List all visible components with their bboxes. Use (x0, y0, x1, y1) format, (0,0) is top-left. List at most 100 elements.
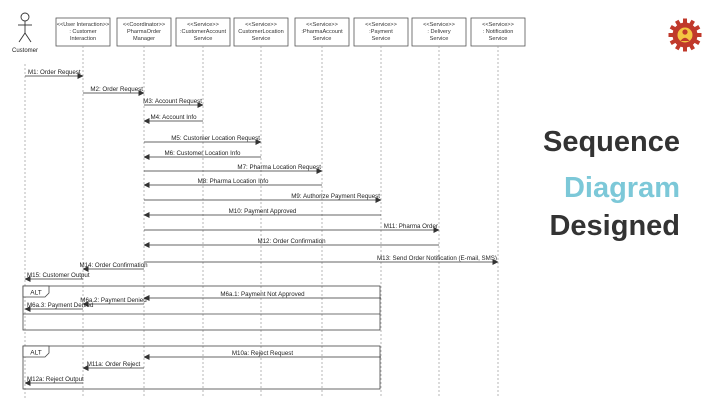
message: M14: Order Confirmation (79, 262, 148, 272)
participant-box (116, 17, 172, 47)
actor-head-icon (20, 12, 30, 22)
message-label: M2: Order Request (90, 86, 143, 93)
message: M6a.3: Payment Denied (24, 302, 94, 312)
participant-label: Service (430, 36, 449, 42)
message: M11a: Order Reject (82, 361, 144, 371)
title-sequence: Sequence (543, 126, 680, 158)
participant-label: <<Service>> (187, 22, 219, 28)
participant-label: : Delivery (427, 29, 451, 35)
alt-fragment-tag (22, 345, 50, 358)
participant-box (470, 17, 526, 47)
participant-label: <<Service>> (365, 22, 397, 28)
participant-label: :Payment (369, 29, 393, 35)
participant-label: :PharmaAccount (301, 29, 343, 35)
alt-fragment-tag (22, 285, 50, 298)
participant-label: PharmaOrder (127, 29, 161, 35)
alt-fragment-frame (22, 285, 381, 331)
message-label: M5: Customer Location Request (171, 135, 260, 142)
message-label: M14: Order Confirmation (79, 262, 148, 269)
actor-left-leg (18, 32, 26, 43)
message: M12: Order Confirmation (143, 238, 439, 248)
message-label: M6a.1: Payment Not Approved (220, 291, 305, 298)
fragments: ALT ALT (22, 285, 381, 390)
message-label: M6a.2: Payment Denied (80, 297, 147, 304)
participant-label: Service (313, 36, 332, 42)
message: M9: Authorize Payment Request (144, 193, 382, 203)
gear-emblem-icon (668, 18, 702, 52)
message: M1: Order Request (25, 69, 84, 79)
participant-box (233, 17, 289, 47)
message-label: M10: Payment Approved (229, 208, 297, 215)
participant-label: <<Service>> (482, 22, 514, 28)
participant-label: Interaction (70, 36, 96, 42)
alt-fragment: ALT (22, 285, 381, 331)
message-label: M13: Send Order Notification (E-mail, SM… (377, 255, 497, 262)
message: M6: Customer Location Info (143, 150, 261, 160)
message-label: M1: Order Request (28, 69, 81, 76)
title-diagram: Diagram (563, 172, 680, 204)
message-label: M9: Authorize Payment Request (291, 193, 380, 200)
message-label: M8: Pharma Location Info (198, 178, 269, 185)
participant-label: Service (372, 36, 391, 42)
participant-label: : Notification (483, 29, 514, 35)
message: M8: Pharma Location Info (143, 178, 322, 188)
participant-label: :CustomerAccount (180, 29, 226, 35)
message: M7: Pharma Location Request (144, 164, 323, 174)
message-label: M3: Account Request (143, 98, 202, 105)
message: M4: Account Info (143, 114, 203, 124)
message-label: M11: Pharma Order (384, 223, 438, 230)
message: M5: Customer Location Request (144, 135, 262, 145)
message-label: M7: Pharma Location Request (237, 164, 321, 171)
participant-box (411, 17, 467, 47)
participants: <<User Interaction>>: CustomerInteractio… (55, 17, 526, 47)
participant-label: <<Service>> (306, 22, 338, 28)
message-label: M6: Customer Location Info (164, 150, 241, 157)
participant-label: <<Service>> (245, 22, 277, 28)
alt-fragment-frame (22, 345, 381, 390)
message: M10a: Reject Request (143, 350, 381, 360)
message: M3: Account Request (143, 98, 204, 108)
message: M6a.2: Payment Denied (80, 297, 147, 307)
message-label: M15: Customer Output (27, 272, 90, 279)
message-label: M12: Order Confirmation (257, 238, 326, 245)
alt-fragment-label: ALT (30, 290, 41, 297)
message: M15: Customer Output (24, 272, 90, 282)
participant-label: <<User Interaction>> (57, 22, 110, 28)
message-label: M11a: Order Reject (87, 361, 141, 368)
actor-right-leg (24, 32, 32, 43)
participant-box (294, 17, 350, 47)
title-designed: Designed (549, 210, 680, 242)
message-label: M10a: Reject Request (232, 350, 294, 357)
participant-label: Service (252, 36, 271, 42)
message: M12a: Reject Output (24, 376, 84, 386)
participant-label: Service (194, 36, 213, 42)
participant-label: : Customer (69, 29, 96, 35)
message: M11: Pharma Order (144, 223, 440, 233)
participant-label: <<Service>> (423, 22, 455, 28)
alt-fragment: ALT (22, 345, 381, 390)
customer-actor: Customer (12, 12, 38, 54)
message: M10: Payment Approved (143, 208, 381, 218)
message-label: M4: Account Info (150, 114, 197, 121)
message-label: M6a.3: Payment Denied (27, 302, 94, 309)
message: M13: Send Order Notification (E-mail, SM… (144, 255, 499, 265)
participant-label: Manager (133, 36, 155, 42)
message: M6a.1: Payment Not Approved (143, 291, 381, 301)
participant-label: CustomerLocation (238, 29, 283, 35)
participant-label: <<Coordinator>> (123, 22, 165, 28)
participant-box (55, 17, 111, 47)
participant-box (175, 17, 231, 47)
lifelines (24, 46, 499, 398)
message-label: M12a: Reject Output (27, 376, 84, 383)
message: M2: Order Request (83, 86, 145, 96)
participant-1: <<User Interaction>>: CustomerInteractio… (55, 17, 111, 47)
